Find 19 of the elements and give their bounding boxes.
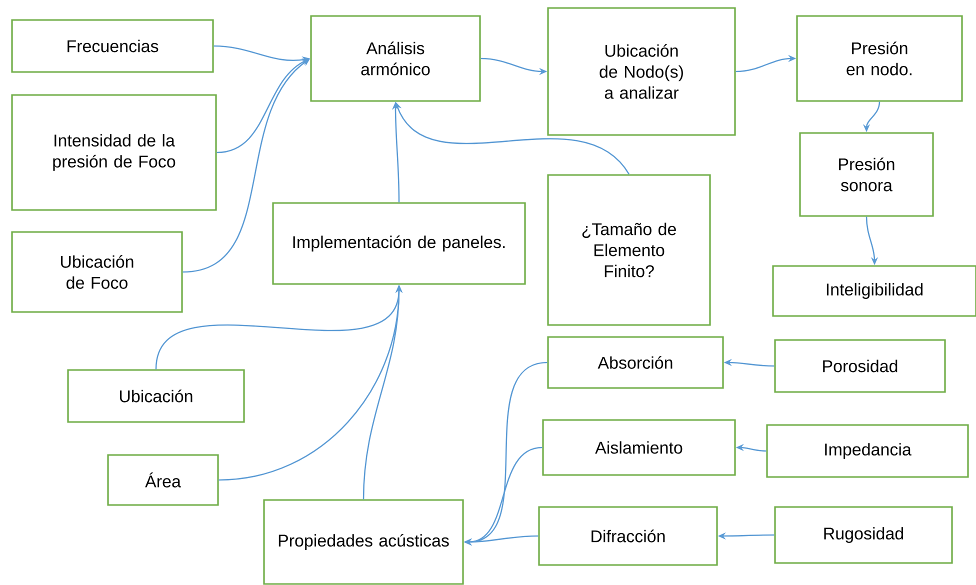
concept-box: Presión sonora [799, 132, 934, 217]
concept-box: Área [107, 454, 219, 506]
concept-box: Implementación de paneles. [272, 202, 526, 285]
concept-box: Ubicación [67, 369, 245, 423]
concept-box: Frecuencias [11, 19, 214, 73]
concept-box: Inteligibilidad [772, 265, 976, 317]
concept-box: Análisis armónico [310, 15, 481, 102]
concept-box: Ubicación de Nodo(s) a analizar [547, 7, 736, 136]
concept-box: Intensidad de la presión de Foco [11, 94, 217, 211]
concept-box: Aislamiento [542, 419, 736, 476]
concept-box: Porosidad [774, 339, 946, 393]
concept-box: Absorción [547, 336, 724, 389]
concept-box: Rugosidad [774, 506, 953, 564]
concept-box: Propiedades acústicas [263, 499, 464, 585]
concept-box: Presión en nodo. [796, 15, 963, 102]
concept-box: Impedancia [766, 424, 969, 478]
concept-box: Difracción [538, 506, 718, 566]
concept-box: Ubicación de Foco [11, 231, 183, 313]
concept-box: ¿Tamaño de Elemento Finito? [547, 174, 711, 326]
